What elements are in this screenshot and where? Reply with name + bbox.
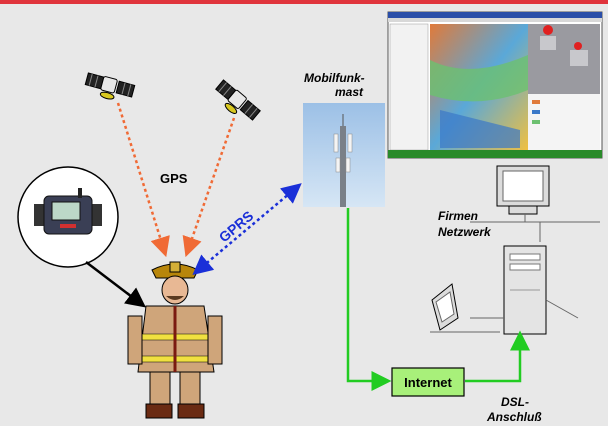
firefighter-icon xyxy=(127,261,223,419)
internet-label: Internet xyxy=(404,375,452,390)
gprs-arrow xyxy=(192,183,302,276)
workstation-monitor-icon xyxy=(430,283,500,333)
gps-label: GPS xyxy=(160,171,188,186)
monitor-icon xyxy=(470,165,600,242)
diagram-stage: GPS GPRS Mobilfunk- mast xyxy=(0,4,608,426)
dsl-label-line2: Anschluß xyxy=(486,410,542,424)
gps-tracker-device-icon xyxy=(34,188,102,235)
map-software-screenshot xyxy=(387,11,603,159)
top-accent-bar xyxy=(0,0,608,4)
mast-label-line1: Mobilfunk- xyxy=(304,71,365,85)
company-label-line1: Firmen xyxy=(438,209,478,223)
internet-to-server-line xyxy=(465,330,530,383)
satellite-right-icon xyxy=(215,79,261,121)
internet-node: Internet xyxy=(391,367,465,397)
cell-tower-photo xyxy=(303,103,385,207)
dsl-label-line1: DSL- xyxy=(501,395,529,409)
satellite-left-icon xyxy=(84,72,136,100)
gps-arrow-left xyxy=(116,102,170,258)
mast-label-line2: mast xyxy=(335,85,364,99)
gps-device-callout xyxy=(17,166,119,268)
diagram-canvas: GPS GPRS Mobilfunk- mast xyxy=(17,11,603,424)
device-to-firefighter-arrow xyxy=(85,261,146,308)
company-label-line2: Netzwerk xyxy=(438,225,492,239)
mast-to-internet-line xyxy=(346,208,392,391)
server-tower-icon xyxy=(470,245,579,335)
